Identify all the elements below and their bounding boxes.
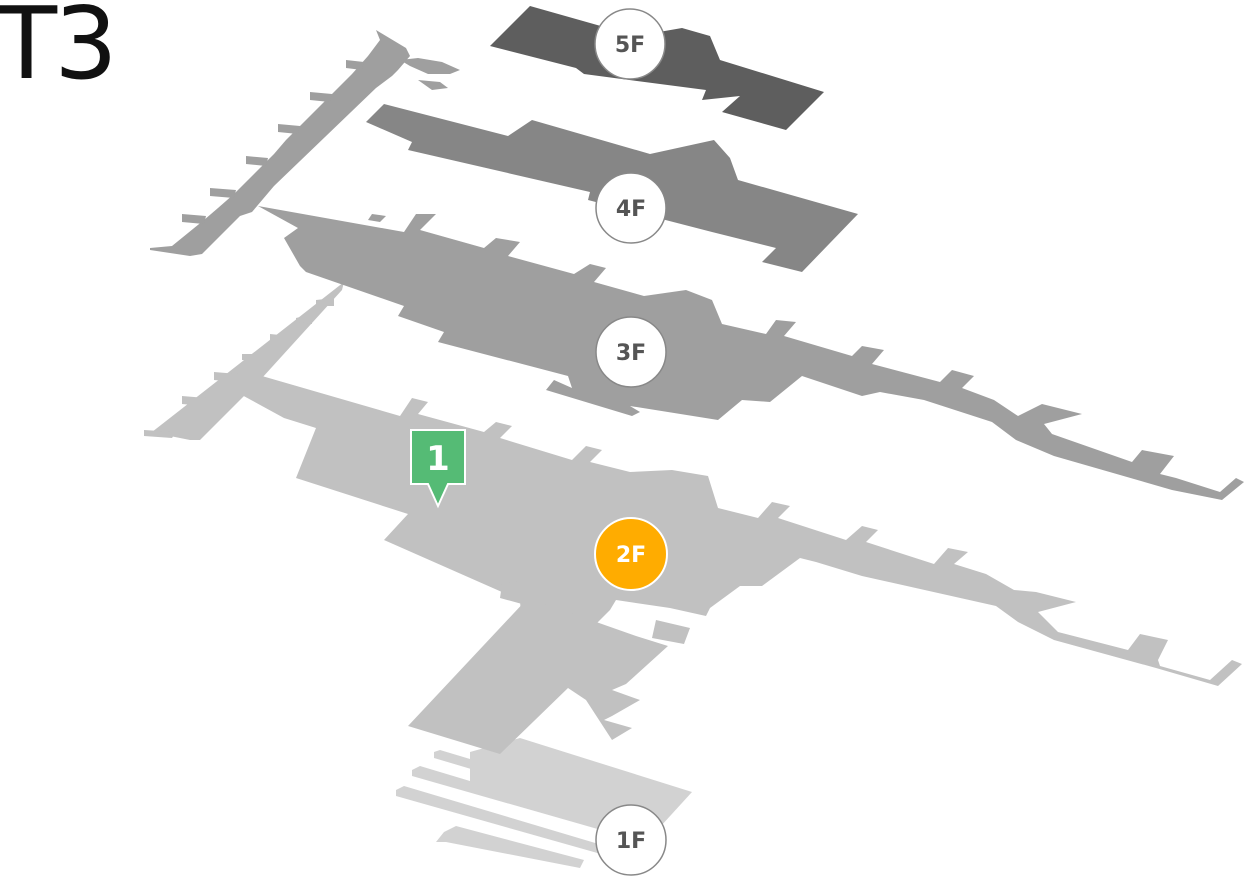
- floor-badge-1f[interactable]: 1F: [595, 804, 667, 876]
- floor-badge-4f[interactable]: 4F: [595, 172, 667, 244]
- terminal-title: T3: [0, 0, 118, 102]
- floor-badge-5f[interactable]: 5F: [594, 8, 666, 80]
- floor-badge-2f-active[interactable]: 2F: [594, 517, 668, 591]
- floor-label-3f: 3F: [616, 341, 646, 366]
- floor-5f-plan[interactable]: [490, 6, 824, 130]
- floor-label-4f: 4F: [616, 197, 646, 222]
- floor-3f-plan[interactable]: [150, 30, 1244, 500]
- location-pin-icon[interactable]: 1: [410, 429, 466, 509]
- floor-2f-plan[interactable]: [144, 282, 1242, 754]
- floor-label-5f: 5F: [615, 33, 645, 58]
- floor-badge-3f[interactable]: 3F: [595, 316, 667, 388]
- floor-label-2f: 2F: [616, 543, 646, 568]
- floor-label-1f: 1F: [616, 829, 646, 854]
- location-marker-label: 1: [426, 439, 450, 479]
